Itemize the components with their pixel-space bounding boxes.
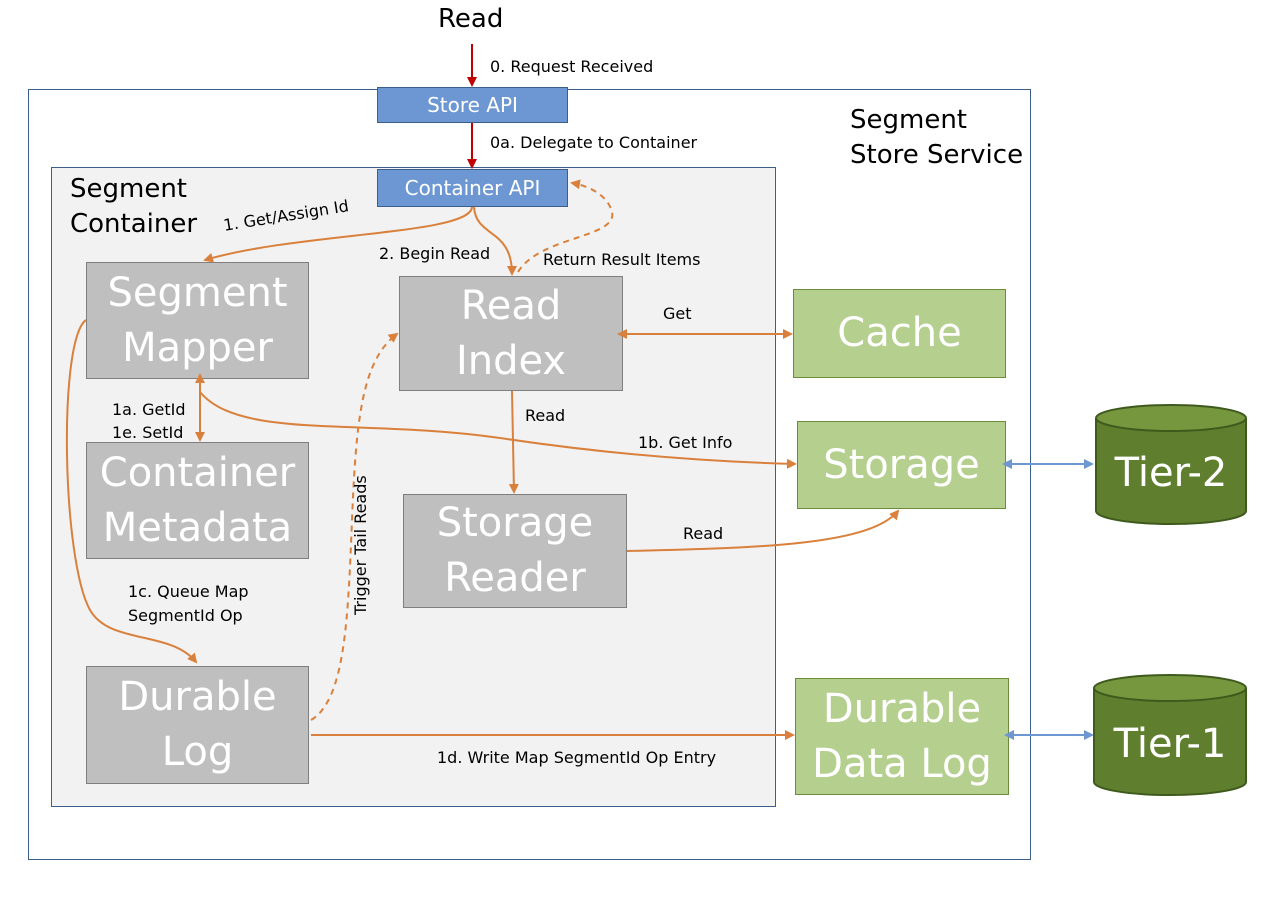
durable-data-log-line2: Data Log: [812, 740, 992, 787]
arrow-read-index-to-reader: [508, 390, 519, 494]
label-get-info: 1b. Get Info: [638, 433, 733, 452]
label-get: Get: [663, 304, 692, 323]
label-begin-read: 2. Begin Read: [379, 244, 491, 263]
segment-mapper-line2: Mapper: [122, 324, 273, 371]
store-api-box: Store API: [377, 87, 568, 123]
tier1-cylinder: [1093, 674, 1247, 796]
label-return-results: Return Result Items: [543, 250, 701, 269]
segment-store-service-title-line1: Segment: [850, 105, 967, 135]
read-index-line1: Read: [460, 282, 562, 329]
cache-label: Cache: [837, 310, 962, 356]
storage-reader-line1: Storage: [436, 500, 594, 546]
container-metadata-box: Container Metadata: [86, 442, 309, 559]
segment-container-title: Segment Container: [70, 172, 197, 242]
read-top-label: Read: [438, 4, 504, 34]
arrow-get-info: [199, 391, 797, 469]
segment-container-title-line1: Segment: [70, 174, 187, 204]
durable-log-line1: Durable: [118, 674, 277, 720]
container-metadata-line2: Metadata: [102, 504, 293, 551]
read-index-box: Read Index: [399, 276, 623, 391]
durable-data-log-line1: Durable: [822, 685, 982, 732]
segment-store-service-title: Segment Store Service: [850, 103, 1023, 173]
cache-box: Cache: [793, 289, 1006, 378]
label-trigger-tail-reads: Trigger Tail Reads: [351, 475, 370, 615]
storage-reader-box: Storage Reader: [403, 494, 627, 608]
tier1-label: Tier-1: [1113, 721, 1227, 767]
label-set-id: 1e. SetId: [112, 423, 184, 442]
label-queue-map-2: SegmentId Op: [128, 606, 243, 625]
durable-log-line2: Log: [161, 729, 234, 775]
label-delegate: 0a. Delegate to Container: [490, 133, 698, 152]
arrow-begin-read: [473, 206, 517, 276]
read-index-line2: Index: [455, 337, 567, 384]
durable-log-box: Durable Log: [86, 666, 309, 784]
segment-mapper-box: Segment Mapper: [86, 262, 309, 379]
segment-mapper-line1: Segment: [107, 269, 288, 316]
tier2-cylinder: [1095, 404, 1247, 525]
label-queue-map-1: 1c. Queue Map: [128, 582, 249, 601]
container-api-box: Container API: [377, 169, 568, 207]
arrow-trigger-tail-reads: [310, 332, 399, 721]
arrow-return-results: [517, 179, 614, 273]
storage-box: Storage: [797, 421, 1006, 509]
label-storage-read: Read: [683, 524, 724, 543]
label-request-received: 0. Request Received: [490, 57, 654, 76]
container-metadata-line1: Container: [99, 449, 296, 496]
arrow-get-assign-id: [203, 206, 473, 263]
arrow-queue-map: [65, 319, 198, 664]
storage-label: Storage: [823, 441, 980, 488]
arrow-storage-read: [626, 509, 900, 552]
segment-container-title-line2: Container: [70, 209, 198, 239]
label-get-id: 1a. GetId: [112, 400, 186, 419]
label-write-map: 1d. Write Map SegmentId Op Entry: [437, 748, 717, 767]
durable-data-log-box: Durable Data Log: [795, 678, 1009, 795]
tier2-label: Tier-2: [1114, 450, 1228, 496]
label-read-index-read: Read: [525, 406, 566, 425]
segment-store-service-title-line2: Store Service: [850, 140, 1024, 170]
storage-reader-line2: Reader: [444, 555, 586, 601]
